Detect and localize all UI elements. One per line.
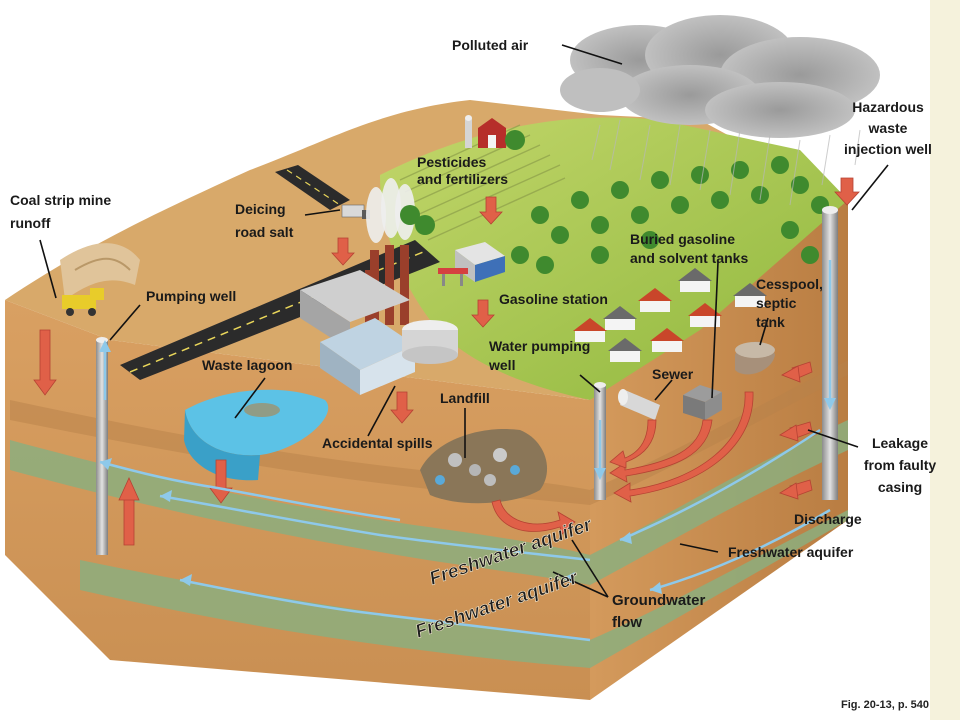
gasoline-station-building xyxy=(438,242,505,286)
polluted-air-cloud xyxy=(560,15,880,138)
groundwater-flow-arrows xyxy=(99,260,832,642)
aquifer-band-right-upper xyxy=(590,420,848,585)
label-line: and solvent tanks xyxy=(630,250,749,266)
septic-tank xyxy=(735,341,775,375)
label-sewer: Sewer xyxy=(652,366,694,382)
factory-building xyxy=(300,270,415,395)
label-line: well xyxy=(489,357,516,373)
label-line: Groundwater xyxy=(612,592,706,609)
pollution-arrow xyxy=(118,477,140,501)
label-pesticides-fertilizers: Pesticides and fertilizers xyxy=(417,152,508,190)
label-leakage-faulty-casing: Leakage from faulty casing xyxy=(852,432,948,498)
pollution-arrow xyxy=(479,196,503,225)
label-line: septic xyxy=(756,295,797,311)
label-line: Coal strip mine xyxy=(10,192,112,208)
pollution-arrows xyxy=(33,177,860,546)
label-line: injection well xyxy=(844,141,932,157)
coal-mining-truck xyxy=(62,288,104,316)
leader-lines xyxy=(39,44,889,598)
label-line: Cesspool, xyxy=(756,276,823,292)
label-line: flow xyxy=(612,614,642,631)
pollution-arrow xyxy=(123,494,135,546)
label-freshwater-aquifer: Freshwater aquifer xyxy=(728,544,854,560)
label-pumping-well: Pumping well xyxy=(146,288,237,304)
pollution-arrow xyxy=(331,237,355,266)
waste-lagoon-pool xyxy=(184,389,329,481)
label-line: Hazardous xyxy=(852,99,924,115)
label-accidental-spills: Accidental spills xyxy=(322,435,433,451)
pollution-arrow xyxy=(779,424,799,442)
sewer-pipe xyxy=(618,389,660,420)
farm-field xyxy=(399,124,566,241)
aquifer-band-right-lower xyxy=(590,510,848,668)
label-water-pumping-well: Water pumping well xyxy=(489,337,590,375)
road-back xyxy=(275,165,350,210)
pollution-arrow xyxy=(613,391,754,503)
groundwater-flow-arrowheads xyxy=(99,340,836,594)
acid-rain xyxy=(591,119,861,206)
label-polluted-air: Polluted air xyxy=(452,37,529,53)
pollution-arrow xyxy=(33,329,57,396)
pollution-arrow xyxy=(834,177,860,206)
label-landfill: Landfill xyxy=(440,390,490,406)
label-line: tank xyxy=(756,314,785,330)
label-line: casing xyxy=(877,479,923,495)
label-line: Buried gasoline xyxy=(630,231,736,247)
aquifer-band-front-lower xyxy=(80,560,590,668)
pollution-arrow xyxy=(609,419,713,483)
label-line: Water pumping xyxy=(489,338,591,354)
pollution-arrow xyxy=(491,499,576,535)
pollution-arrow xyxy=(781,365,801,383)
aquifer-band-front-upper xyxy=(10,440,590,585)
farm-barn xyxy=(465,115,506,148)
label-line: waste xyxy=(868,120,908,136)
label-line: from faulty xyxy=(863,457,937,473)
label-discharge: Discharge xyxy=(794,511,862,527)
houses xyxy=(573,268,767,362)
label-line: Leakage xyxy=(871,435,929,451)
side-panel xyxy=(930,0,960,720)
label-line: runoff xyxy=(10,215,51,231)
pollution-arrow xyxy=(779,482,799,500)
label-groundwater-flow: Groundwater flow xyxy=(612,590,705,634)
label-cesspool-septic-tank: Cesspool, septic tank xyxy=(756,275,823,332)
pollution-arrow xyxy=(390,391,414,424)
label-hazardous-waste-injection-well: Hazardous waste injection well xyxy=(832,97,944,160)
forest-trees xyxy=(400,130,829,274)
label-gasoline-station: Gasoline station xyxy=(499,291,608,307)
label-waste-lagoon: Waste lagoon xyxy=(202,357,293,373)
landfill-pile xyxy=(420,429,548,504)
label-deicing-road-salt: Deicing road salt xyxy=(235,198,293,244)
soil-right-face xyxy=(590,200,848,700)
label-line: Pesticides xyxy=(417,154,487,170)
label-line: and fertilizers xyxy=(417,171,509,187)
label-line: road salt xyxy=(235,224,294,240)
pollution-arrow xyxy=(609,419,657,469)
strip-mine-terraces xyxy=(60,243,140,300)
figure-caption: Fig. 20-13, p. 540 xyxy=(841,699,930,711)
salt-truck xyxy=(341,204,370,219)
label-buried-gasoline-tanks: Buried gasoline and solvent tanks xyxy=(630,230,748,268)
label-line: Deicing xyxy=(235,201,286,217)
pollution-arrow xyxy=(471,299,495,328)
storage-tank xyxy=(402,320,458,364)
label-coal-strip-mine-runoff: Coal strip mine runoff xyxy=(10,189,111,235)
